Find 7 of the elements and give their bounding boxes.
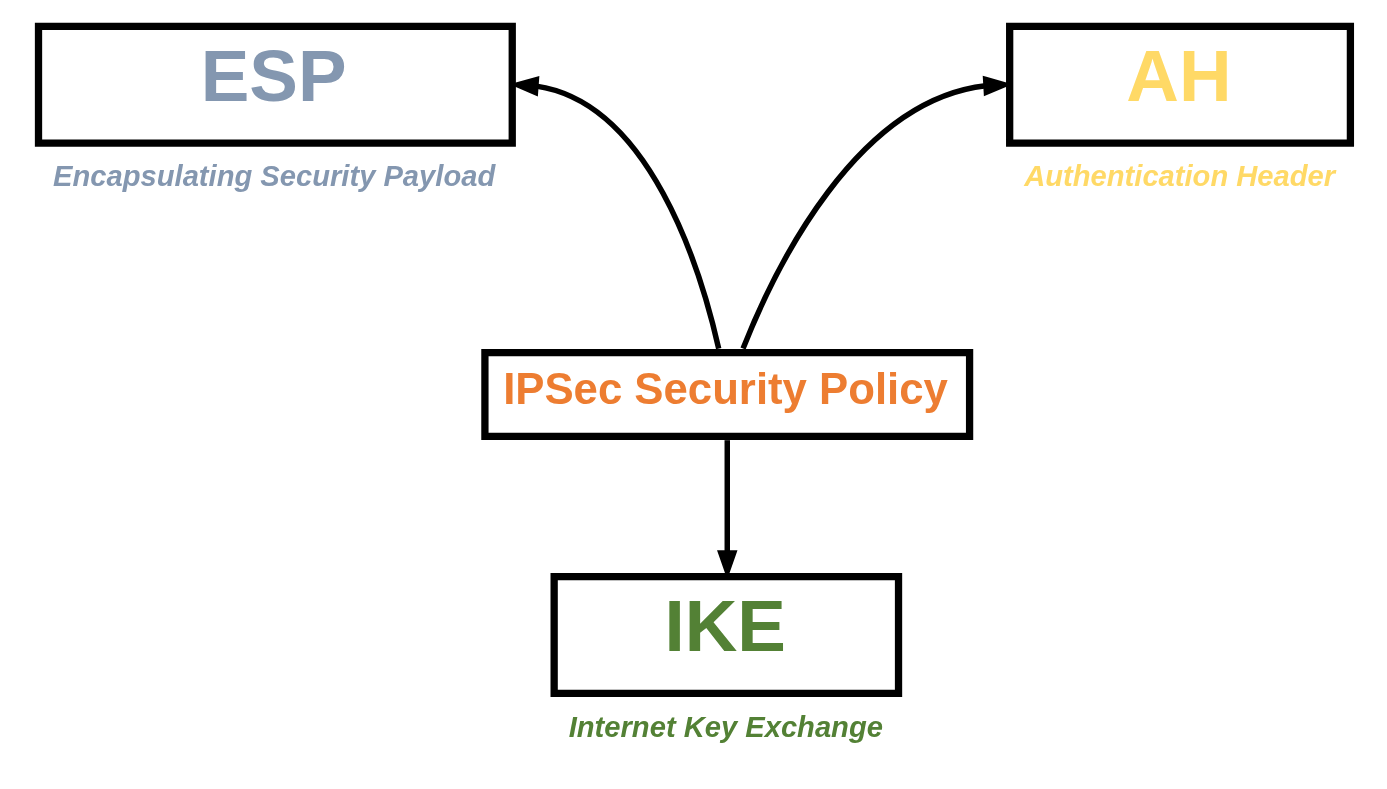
node-label: Encapsulating Security Payload — [52, 160, 495, 193]
node-box: AH — [1005, 22, 1354, 147]
node-label: Internet Key Exchange — [568, 710, 883, 743]
node-box: ESP — [34, 22, 516, 147]
node-box: IPSec Security Policy — [480, 348, 973, 441]
node-box: IKE — [550, 573, 902, 697]
node-label: Authentication Header — [1023, 160, 1335, 193]
